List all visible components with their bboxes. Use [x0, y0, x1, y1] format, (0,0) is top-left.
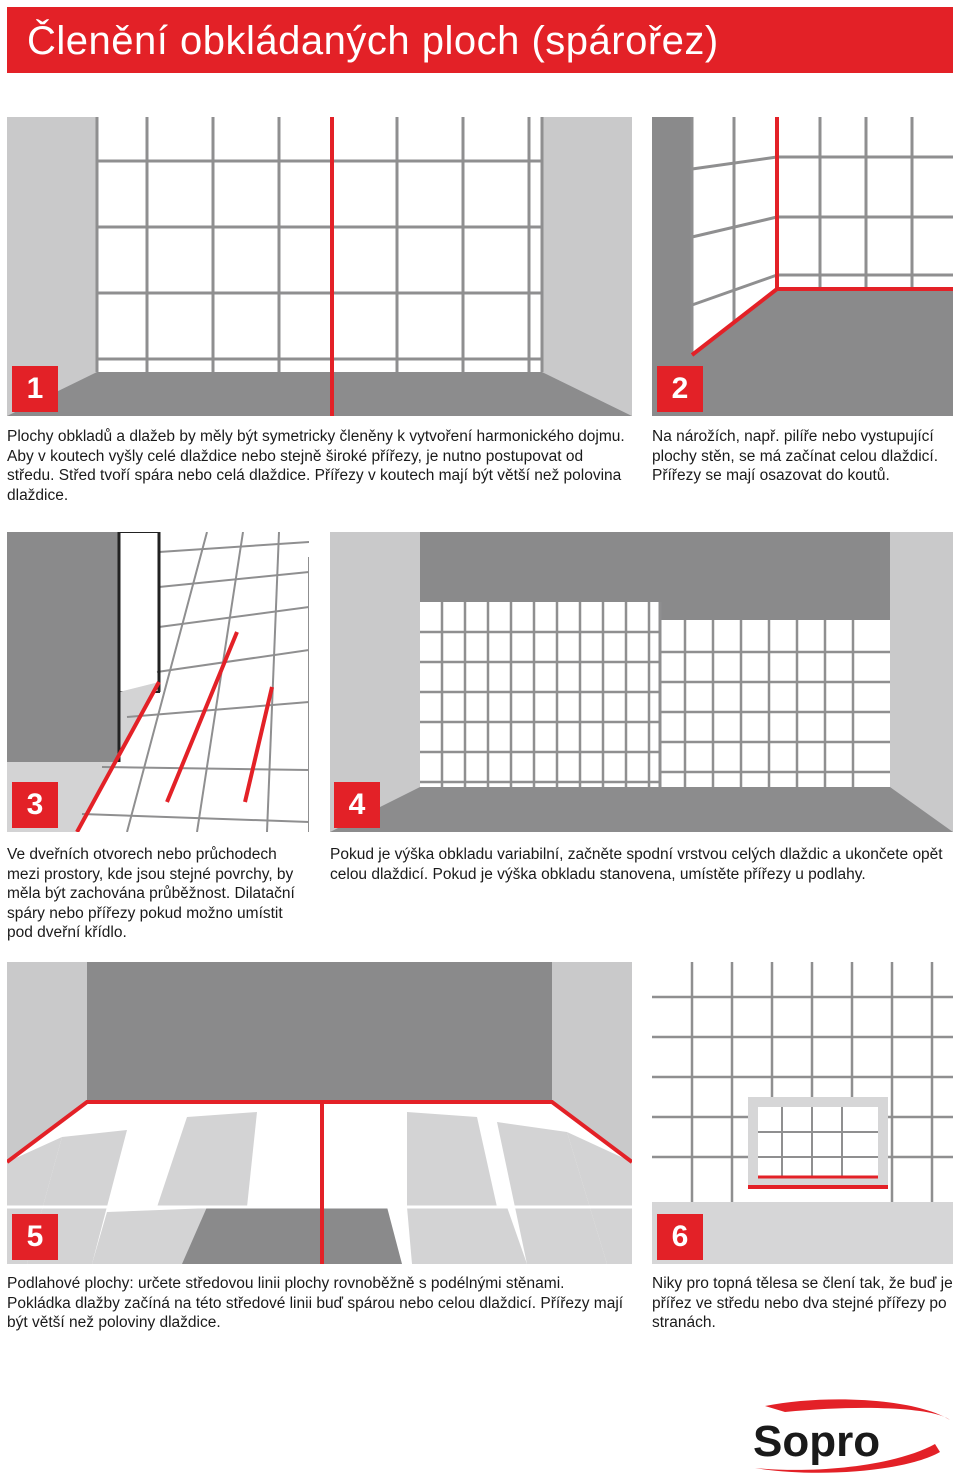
illustration-radiator-niche	[652, 962, 953, 1264]
panel-number-badge: 6	[657, 1214, 703, 1260]
panel-caption: Pokud je výška obkladu variabilní, začně…	[330, 846, 943, 883]
panel-caption: Podlahové plochy: určete středovou linii…	[7, 1275, 624, 1331]
illustration-tile-height	[330, 532, 953, 832]
sopro-logo: Sopro	[745, 1398, 955, 1476]
panel-number-badge: 1	[12, 366, 58, 412]
panel-caption: Na nárožích, např. pilíře nebo vystupují…	[652, 428, 939, 484]
panel-number-badge: 2	[657, 366, 703, 412]
page-title: Členění obkládaných ploch (spárořez)	[27, 19, 719, 63]
svg-text:Sopro: Sopro	[753, 1417, 880, 1466]
panel-caption: Niky pro topná tělesa se člení tak, že b…	[652, 1275, 953, 1331]
illustration-pillar-corner	[652, 117, 953, 416]
panel-caption: Ve dveřních otvorech nebo průchodech mez…	[7, 846, 295, 941]
panel-caption: Plochy obkladů a dlažeb by měly být syme…	[7, 428, 625, 504]
panel-number-badge: 3	[12, 782, 58, 828]
illustration-wall-symmetry	[7, 117, 632, 416]
panel-number-badge: 4	[334, 782, 380, 828]
title-banner: Členění obkládaných ploch (spárořez)	[7, 7, 953, 73]
illustration-floor-centerline	[7, 962, 632, 1264]
panel-number-badge: 5	[12, 1214, 58, 1260]
